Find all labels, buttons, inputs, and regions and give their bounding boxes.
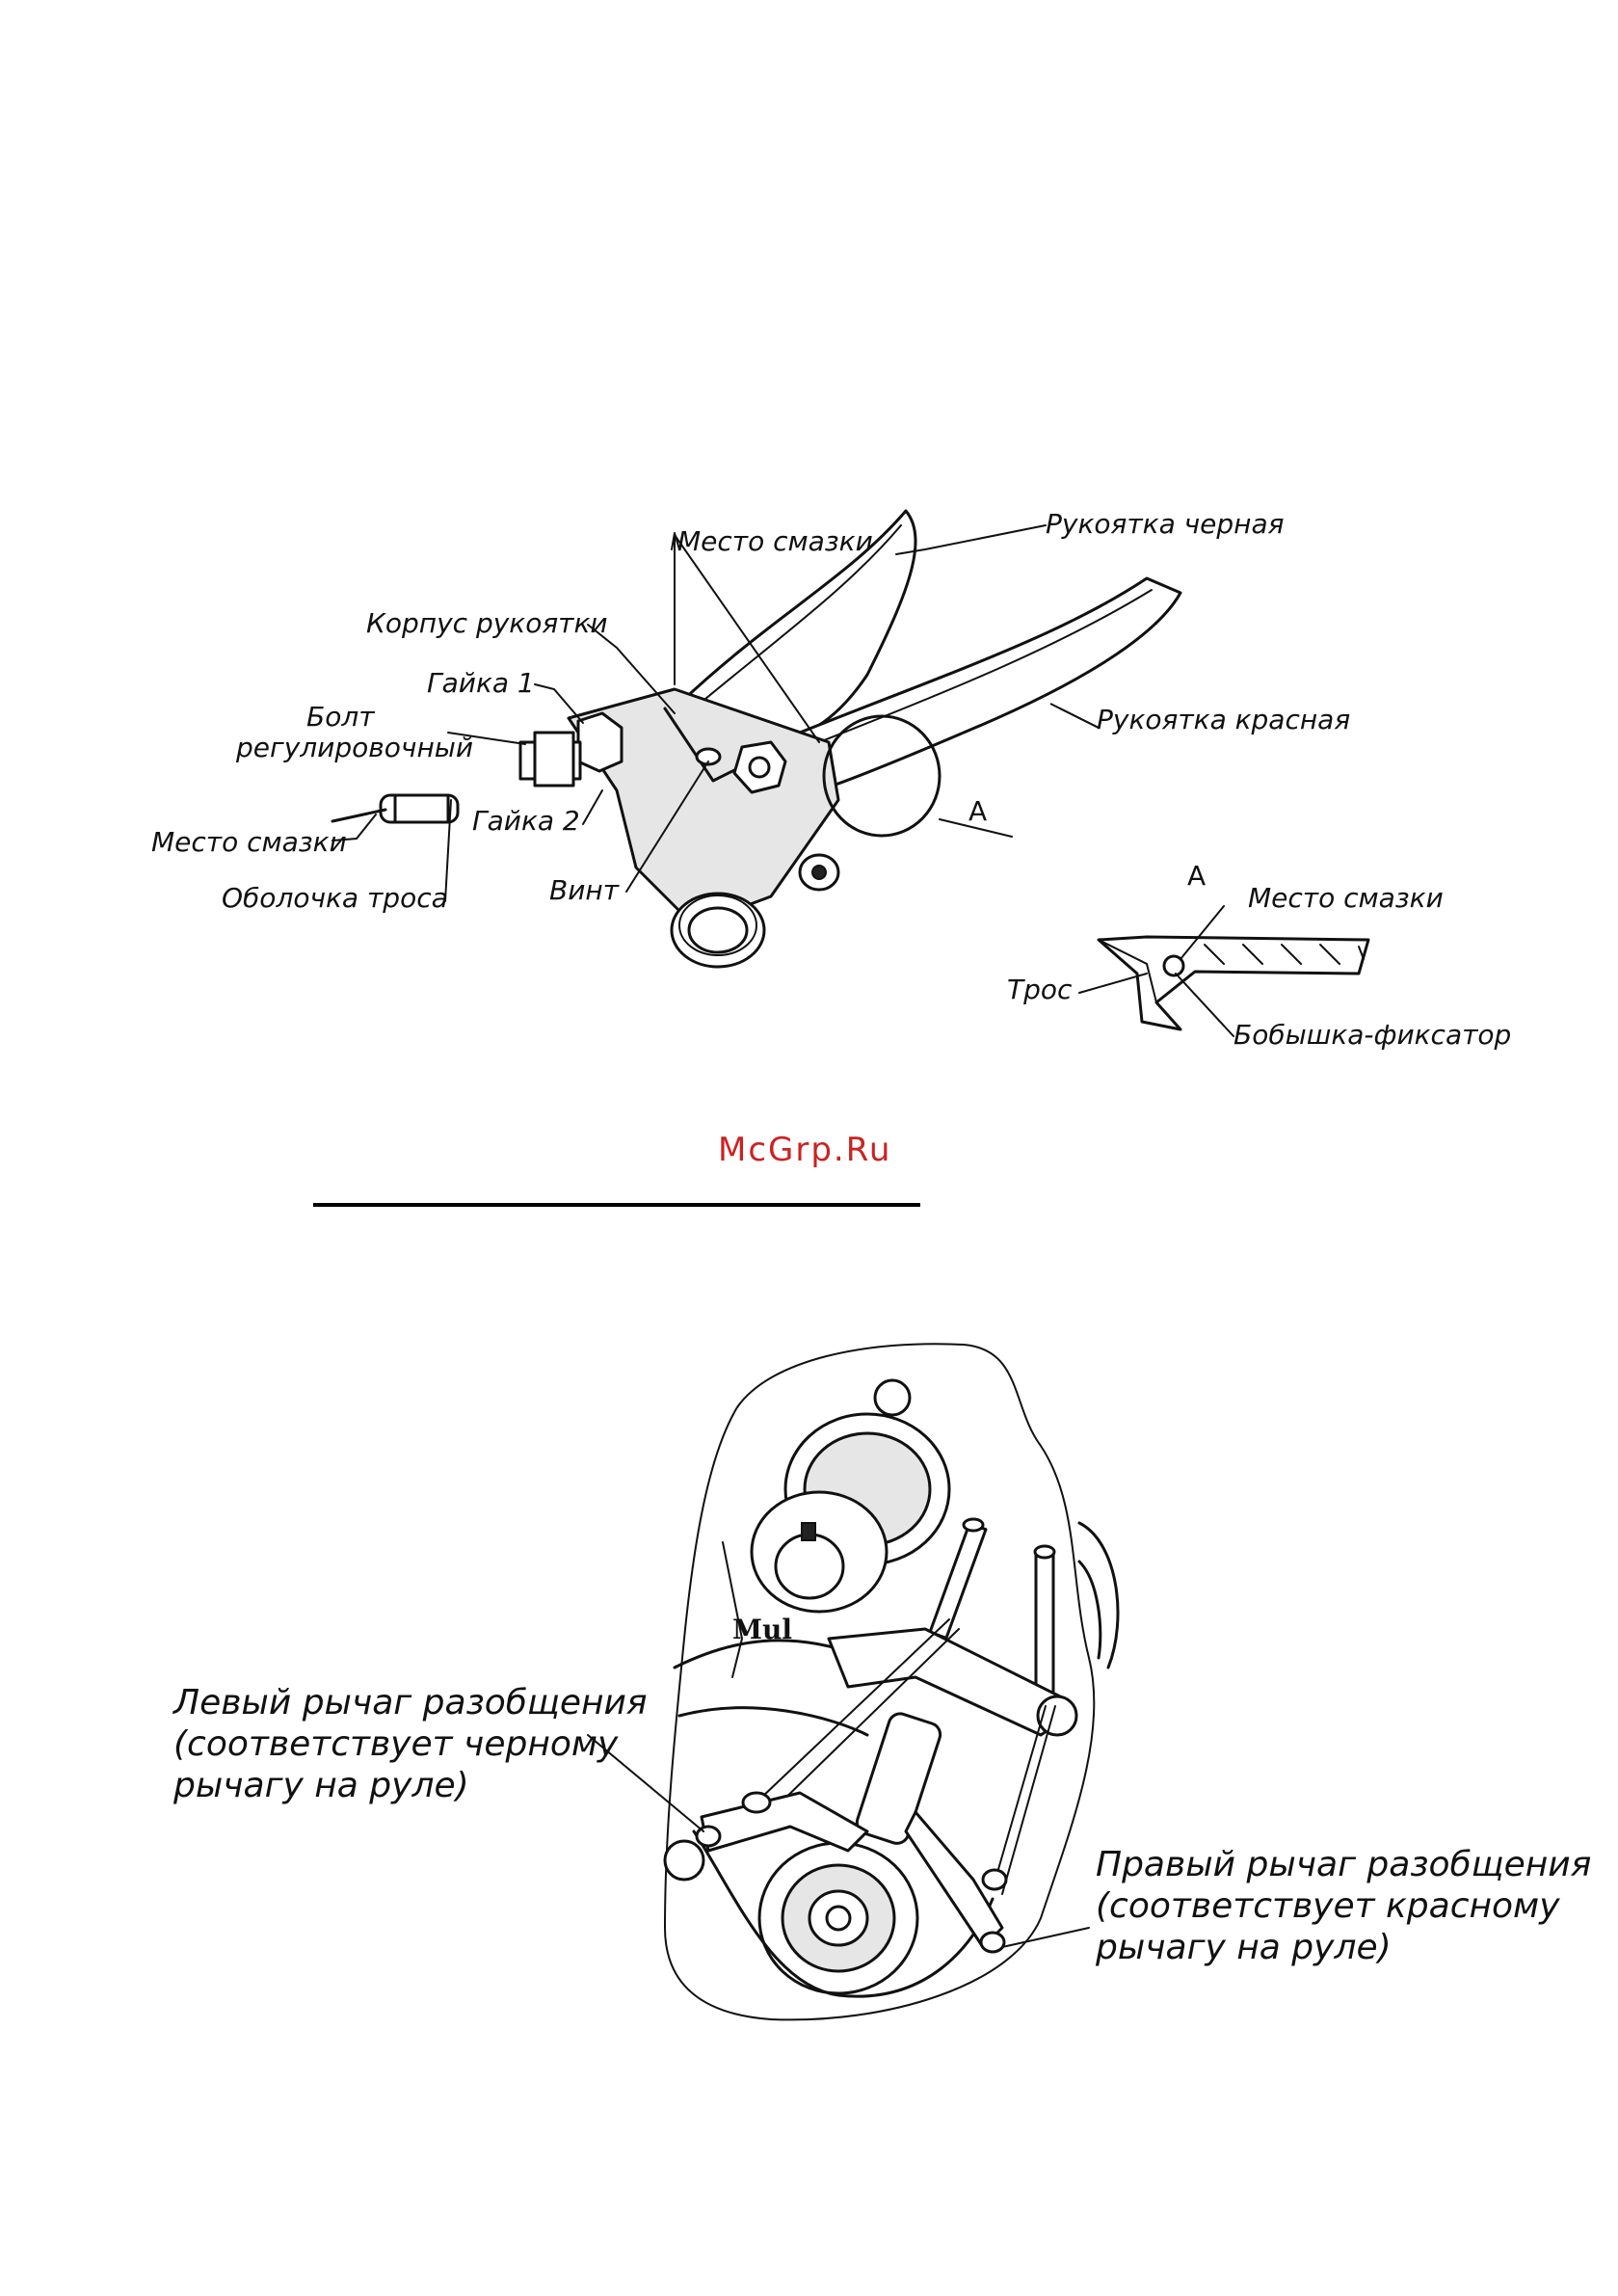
- engine-mark: Mul: [732, 1614, 792, 1645]
- top-bolt: [873, 1378, 912, 1417]
- label-bolt-line2: регулировочный: [236, 732, 474, 763]
- label-bolt-line1: Болт: [306, 701, 375, 733]
- label-detail-lubrication: Место смазки: [1248, 882, 1444, 914]
- right-pulley-inner: [1077, 1560, 1102, 1660]
- label-nut-2: Гайка 2: [472, 805, 580, 837]
- left-washer: [663, 1839, 705, 1882]
- rod-left: [928, 1522, 988, 1640]
- detail-a-circle: [822, 714, 942, 838]
- lever-crossbar: [827, 1627, 1072, 1737]
- spring-cylinder: [855, 1712, 942, 1845]
- label-right-lever: Правый рычаг разобщения (соответствует к…: [1096, 1844, 1591, 1968]
- right-lever-eye: [981, 1868, 1008, 1891]
- engine-outline: [663, 1343, 1096, 2021]
- leader-lines: [332, 524, 1100, 902]
- label-handle-black: Рукоятка черная: [1046, 508, 1285, 540]
- right-lever-pivot: [979, 1931, 1006, 1954]
- label-right-lever-line3: рычагу на руле): [1096, 1928, 1392, 1967]
- label-detail-a-title: А: [1187, 860, 1207, 892]
- nut-2: [732, 740, 787, 794]
- cable-right-2: [1001, 1705, 1056, 1895]
- cable-right: [992, 1705, 1047, 1890]
- cable-wire: [331, 808, 387, 823]
- rod-right: [1034, 1550, 1055, 1698]
- clamp-ring-inner: [687, 906, 749, 954]
- label-handle-body: Корпус рукоятки: [366, 607, 608, 639]
- screw: [695, 747, 722, 766]
- label-left-lever: Левый рычаг разобщения (соответствует че…: [173, 1682, 648, 1806]
- leader-right-lever: [1001, 1927, 1090, 1948]
- watermark: McGrp.Ru: [718, 1131, 891, 1169]
- red-handle-inner-edge: [818, 589, 1153, 743]
- engine-block-edge-3: [722, 1541, 744, 1678]
- label-cable: Трос: [1007, 974, 1073, 1005]
- label-handle-red: Рукоятка красная: [1097, 704, 1351, 735]
- upper-pulley-center: [774, 1533, 845, 1600]
- adjusting-nut: [533, 731, 575, 788]
- rod-left-cap: [962, 1517, 985, 1533]
- cable-left-2: [770, 1628, 960, 1813]
- label-left-lever-line1: Левый рычаг разобщения: [173, 1683, 648, 1722]
- left-lever-eye: [741, 1791, 772, 1814]
- label-lubrication-top: Место смазки: [677, 525, 873, 557]
- lever-assembly-drawing: [331, 509, 1370, 1037]
- detail-a-section: [1078, 905, 1370, 1037]
- red-handle: [798, 576, 1182, 792]
- label-right-lever-line2: (соответствует красному: [1096, 1886, 1560, 1926]
- label-lock-boss: Бобышка-фиксатор: [1233, 1019, 1512, 1051]
- label-screw: Винт: [549, 874, 620, 906]
- leader-left-lever: [587, 1734, 704, 1832]
- label-nut-1: Гайка 1: [427, 667, 535, 699]
- pivot-bolt-center: [811, 865, 827, 880]
- label-cable-sheath: Оболочка троса: [222, 882, 448, 914]
- nut-2-hole: [748, 756, 771, 779]
- section-divider: [313, 1203, 920, 1207]
- drive-belt: [692, 1829, 995, 1998]
- cable-sheath-ends: [393, 793, 450, 824]
- label-right-lever-line1: Правый рычаг разобщения: [1096, 1845, 1592, 1884]
- label-detail-a: А: [968, 795, 988, 827]
- clamp-ring-mid: [678, 894, 757, 956]
- left-lever-arm: [700, 1791, 869, 1853]
- rod-right-cap: [1033, 1544, 1056, 1560]
- engine-block-edge-2: [677, 1706, 869, 1737]
- label-left-lever-line2: (соответствует черному: [173, 1724, 619, 1764]
- key-slot: [801, 1522, 816, 1541]
- crossbar-bolt: [1036, 1695, 1078, 1737]
- cable-sheath: [379, 793, 460, 824]
- label-lubrication-left: Место смазки: [151, 826, 347, 858]
- watermark-text: McGrp.Ru: [718, 1131, 892, 1169]
- lower-pulley-center: [825, 1905, 852, 1932]
- black-handle-inner-edge: [693, 524, 902, 709]
- right-pulley: [1077, 1521, 1120, 1669]
- label-left-lever-line3: рычагу на руле): [173, 1766, 469, 1805]
- lower-pulley-hub: [808, 1889, 869, 1947]
